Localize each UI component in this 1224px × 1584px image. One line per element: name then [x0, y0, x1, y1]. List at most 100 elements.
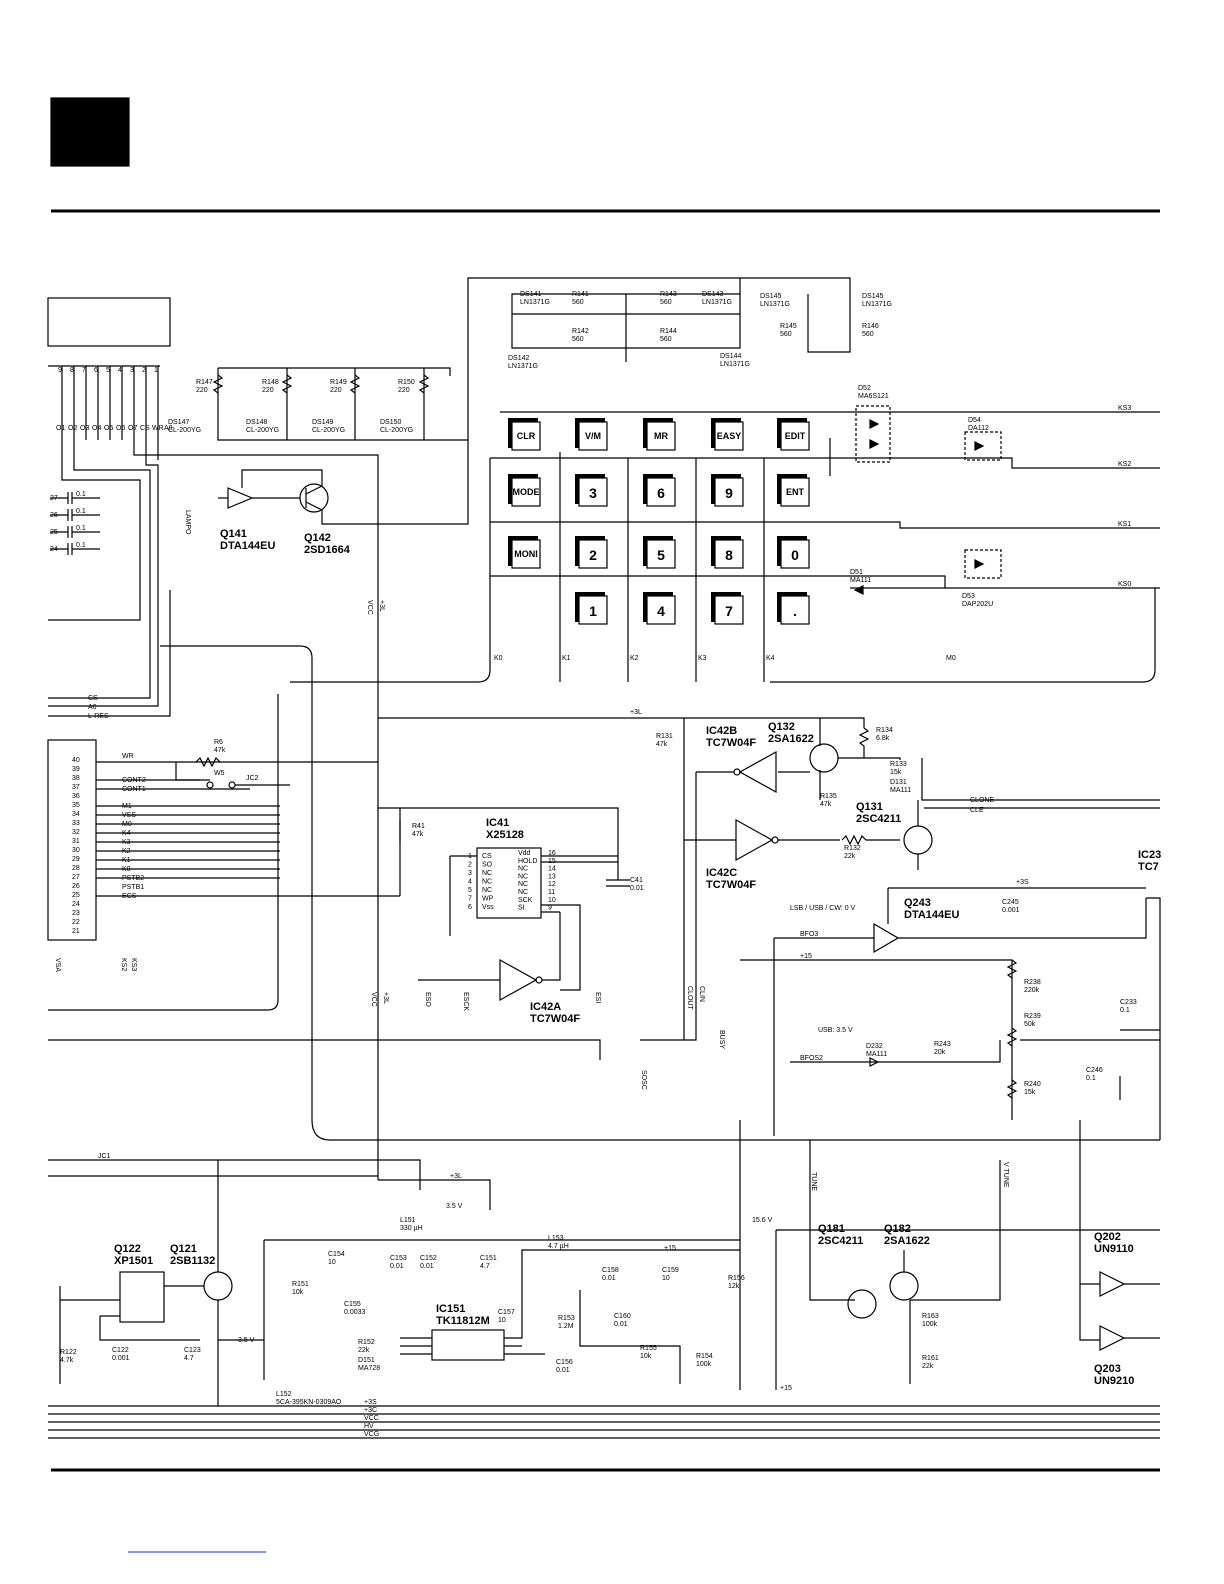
r145-ref: R145: [780, 323, 797, 330]
sig-v3-5a: 3.5 V: [446, 1203, 463, 1210]
r238-val: 220k: [1024, 987, 1040, 994]
ds148-ref: DS148: [246, 419, 268, 426]
r41-ref: R41: [412, 823, 425, 830]
d52-ref: D52: [858, 385, 871, 392]
sig-lres: L-RES: [88, 713, 109, 720]
q132-part: 2SA1622: [768, 733, 814, 745]
c245-ref: C245: [1002, 899, 1019, 906]
r122-ref: R122: [60, 1349, 77, 1356]
sig-m0: M0: [122, 821, 132, 828]
q121-part: 2SB1132: [170, 1255, 215, 1267]
q141-ref: Q141: [220, 528, 247, 540]
r147-r150: [212, 368, 430, 440]
r142-ref: R142: [572, 328, 589, 335]
q131-ref: Q131: [856, 801, 883, 813]
r161-ref: R161: [922, 1355, 939, 1362]
r150-val: 220: [398, 387, 410, 394]
q202-ref: Q202: [1094, 1231, 1121, 1243]
r239-ref: R239: [1024, 1013, 1041, 1020]
sig-esck: ESCK: [462, 992, 469, 1011]
key-label: 5: [657, 547, 665, 563]
cpu-pin-wires: [96, 761, 400, 897]
q202-symbol: [1099, 1271, 1126, 1297]
d53-ref: D53: [962, 593, 975, 600]
sig-v3-5b: 3.5 V: [238, 1337, 255, 1344]
r149-val: 220: [330, 387, 342, 394]
sig-p3s: +3S: [1016, 879, 1029, 886]
q203-part: UN9210: [1094, 1375, 1134, 1387]
r144-val: 560: [660, 336, 672, 343]
ds149-part: CL-200YG: [312, 427, 345, 434]
ds143-ref: DS143: [702, 291, 724, 298]
ds147-ref: DS147: [168, 419, 190, 426]
r155-ref: R155: [640, 1345, 657, 1352]
d51-part: MA111: [850, 577, 871, 584]
r146-ref: R146: [862, 323, 879, 330]
r41-val: 47k: [412, 831, 424, 838]
c159-val: 10: [662, 1275, 670, 1282]
l152-ref: L152: [276, 1391, 292, 1398]
key-vm: V/M: [575, 418, 608, 451]
d52-part: MA6S121: [858, 393, 889, 400]
q182-symbol: [889, 1271, 919, 1301]
r148-val: 220: [262, 387, 274, 394]
c160-ref: C160: [614, 1313, 631, 1320]
sig-k2: K2: [122, 848, 131, 855]
ds144-part: LN1371G: [720, 361, 750, 368]
sig-clone: CLONE: [970, 797, 994, 804]
r144-ref: R144: [660, 328, 677, 335]
c159-ref: C159: [662, 1267, 679, 1274]
key-ent: ENT: [777, 474, 810, 507]
left-caps: [50, 492, 100, 555]
ic41-part: X25128: [486, 829, 524, 841]
bottom-bus: [48, 1405, 1160, 1439]
corner-block: [50, 97, 130, 167]
sig-lampo: LAMPO: [184, 510, 191, 535]
r143-ref: R143: [660, 291, 677, 298]
r131-val: 47k: [656, 741, 668, 748]
key-label: 2: [589, 547, 597, 563]
l153-ref: L153: [548, 1235, 564, 1242]
r132-ref: R132: [844, 845, 861, 852]
ds148-part: CL-200YG: [246, 427, 279, 434]
ic151-symbol: [431, 1329, 505, 1361]
d51-ref: D51: [850, 569, 863, 576]
ic41-ref: IC41: [486, 817, 509, 829]
r163-ref: R163: [922, 1313, 939, 1320]
key-label: 6: [657, 485, 665, 501]
col-label-m0: M0: [946, 655, 956, 662]
key-label: 7: [725, 603, 733, 619]
r243-val: 20k: [934, 1049, 946, 1056]
key-dot: .: [777, 592, 810, 625]
r135-val: 47k: [820, 801, 832, 808]
c233-ref: C233: [1120, 999, 1137, 1006]
ic42b-ref: IC42B: [706, 725, 737, 737]
sig-p3l: +3L: [630, 709, 642, 716]
r6-ref: R6: [214, 739, 223, 746]
row-label-ks3: KS3: [1118, 405, 1131, 412]
c154-ref: C154: [328, 1251, 345, 1258]
ds149-ref: DS149: [312, 419, 334, 426]
keypad-lines: [290, 411, 1160, 683]
q121-ref: Q121: [170, 1243, 197, 1255]
c245-val: 0.001: [1002, 907, 1020, 914]
sig-m1: M1: [122, 803, 132, 810]
key-label: 9: [725, 485, 733, 501]
ic42c-ref: IC42C: [706, 867, 737, 879]
key-4: 4: [643, 592, 676, 625]
key-mode: MODE: [508, 474, 541, 507]
bus-vcg: VCG: [364, 1431, 379, 1438]
r147-val: 220: [196, 387, 208, 394]
sig-usb: USB: 3.5 V: [818, 1027, 853, 1034]
r238-ref: R238: [1024, 979, 1041, 986]
l151-ref: L151: [400, 1217, 416, 1224]
c41-val: 0.01: [630, 885, 644, 892]
sig-lsb-usb: LSB / USB / CW: 0 V: [790, 905, 856, 912]
c155-val: 0.0033: [344, 1309, 366, 1316]
l151-val: 330 µH: [400, 1225, 423, 1232]
key-label: MR: [654, 431, 668, 441]
c158-ref: C158: [602, 1267, 619, 1274]
key-label: EASY: [717, 431, 742, 441]
cap-value: 0.1: [76, 508, 86, 515]
